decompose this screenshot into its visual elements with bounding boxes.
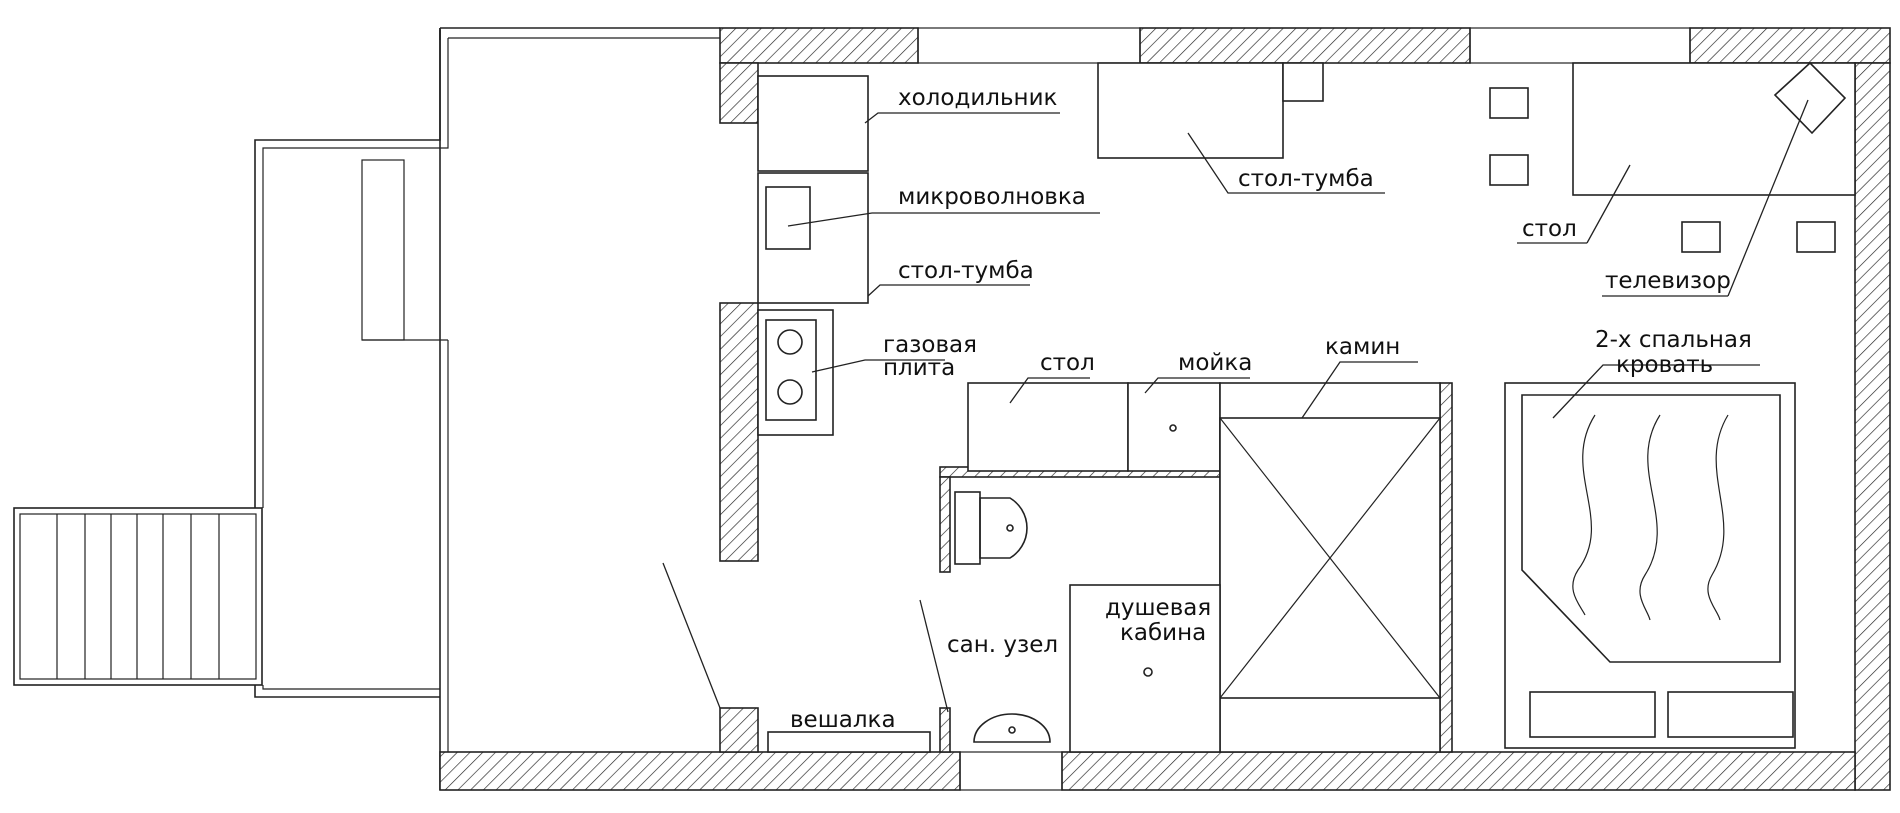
label-room-table: стол [1522,216,1577,242]
bathroom-fixtures [954,491,1221,753]
double-bed [1504,382,1796,749]
room-furniture [1097,61,1856,253]
sink [1127,382,1221,472]
label-stove-line1: газовая [883,332,977,358]
kitchen-table [967,382,1129,472]
toilet [979,497,1028,559]
label-bed-line1: 2-х спальная [1595,327,1752,353]
label-fireplace: камин [1325,334,1400,360]
label-stove-line2: плита [883,355,955,381]
fireplace [1219,382,1441,753]
label-sink: мойка [1178,350,1252,376]
label-cabinet-table-top: стол-тумба [1238,166,1374,192]
interior-walls [939,382,1453,753]
coat-rack [767,731,931,753]
label-tv: телевизор [1605,268,1731,294]
fridge [757,75,869,172]
label-bed-line2: кровать [1616,352,1713,378]
exterior-walls [439,27,1891,791]
label-kitchen-table: стол [1040,350,1095,376]
stairs [13,507,263,686]
washbasin [973,713,1051,743]
label-microwave: микроволновка [898,184,1086,210]
kitchen-furniture [757,75,1221,472]
label-shower-line1: душевая [1105,595,1211,621]
leader-lines [662,99,1809,713]
label-fridge: холодильник [898,85,1058,111]
label-bathroom: сан. узел [947,632,1058,658]
label-cabinet-table-kitchen: стол-тумба [898,258,1034,284]
label-coat-rack: вешалка [790,707,896,733]
toilet-tank [954,491,981,565]
label-shower-line2: кабина [1120,620,1206,646]
cabinet-table-top [1097,62,1284,159]
labels: холодильник микроволновка стол-тумба газ… [790,85,1752,733]
terrace [254,27,720,790]
